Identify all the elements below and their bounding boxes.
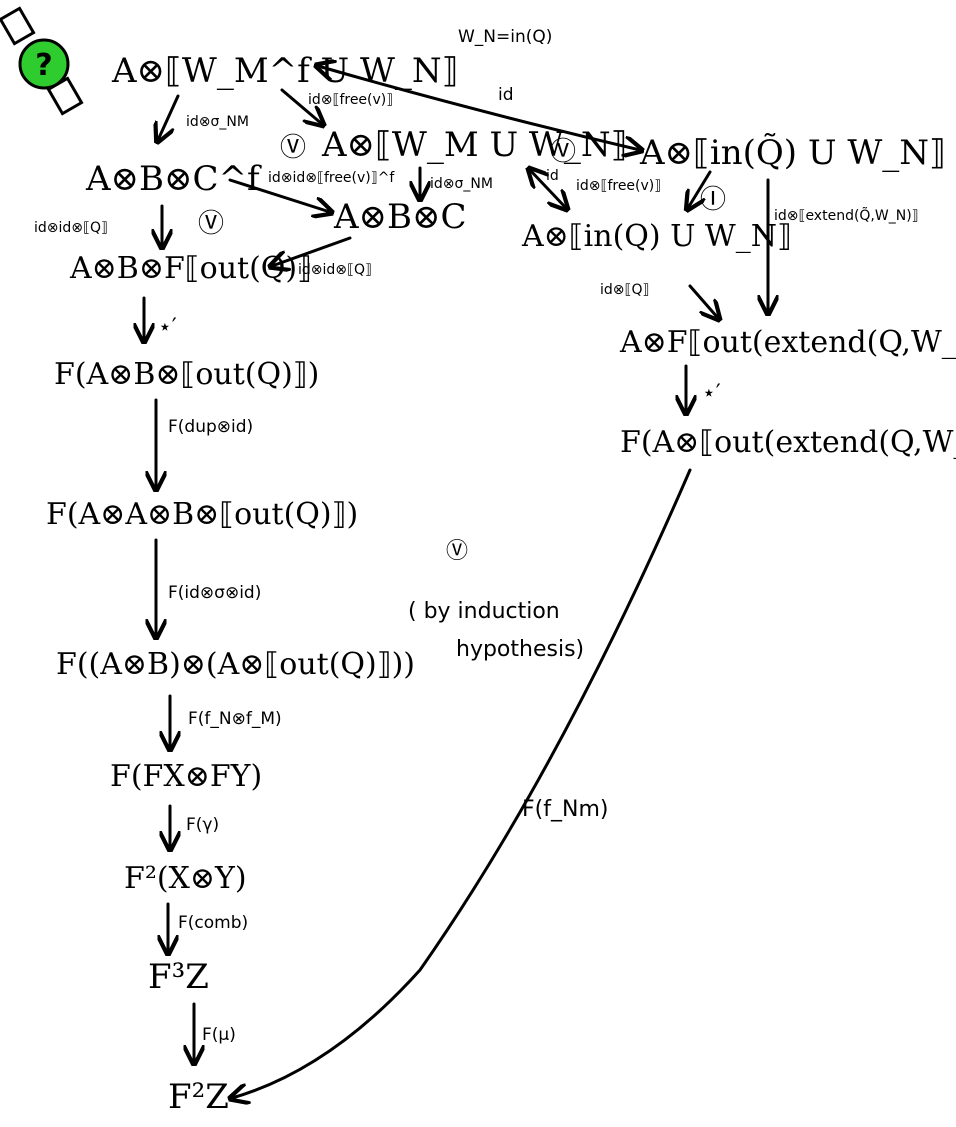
node-F2-z: F²Z xyxy=(168,1077,229,1117)
arrow-sigma-nm xyxy=(158,94,180,140)
arrow-F-fnm xyxy=(232,468,692,1098)
label-F-gamma: F(γ) xyxy=(186,815,219,835)
label-F-dup: F(dup⊗id) xyxy=(168,417,253,437)
label-id-free-v: id⊗⟦free(v)⟧ xyxy=(308,92,393,108)
induction-note-line2: hypothesis) xyxy=(456,637,584,662)
mark-v3: Ⓥ xyxy=(550,137,576,167)
label-F-mu: F(μ) xyxy=(202,1025,236,1045)
node-abc: A⊗B⊗C xyxy=(333,197,467,237)
node-abc-f: A⊗B⊗C^f xyxy=(85,159,262,199)
top-note: W_N=in(Q) xyxy=(458,27,552,47)
label-id-sigma-nm: id⊗σ_NM xyxy=(186,114,249,130)
label-F-fnm: F(f_Nm) xyxy=(522,797,608,822)
label-sigma-mid: id⊗id⊗⟦free(v)⟧^f xyxy=(268,170,395,186)
node-abf: A⊗B⊗F⟦out(Q)⟧ xyxy=(69,251,312,286)
label-id-top: id xyxy=(498,85,514,105)
node-top-mid: A⊗⟦W_M U W_N⟧ xyxy=(321,125,627,165)
arrow-id-id-q xyxy=(272,236,352,266)
mark-v-big: Ⓥ xyxy=(446,539,468,564)
node-top-right: A⊗⟦in(Q̃) U W_N⟧ xyxy=(639,133,946,173)
mark-v1: Ⓥ xyxy=(280,133,306,163)
label-id-sigma-nm-2: id⊗σ_NM xyxy=(430,176,493,192)
label-F-sigma: F(id⊗σ⊗id) xyxy=(168,583,261,603)
label-id-extend: id⊗⟦extend(Q̃,W_N)⟧ xyxy=(774,207,919,224)
svg-text:?: ? xyxy=(35,48,52,83)
node-F-a-out: F(A⊗⟦out(extend(Q,W_N))⟧) xyxy=(620,425,956,460)
label-id-q: id⊗⟦Q⟧ xyxy=(600,282,649,298)
node-F-pair: F((A⊗B)⊗(A⊗⟦out(Q)⟧)) xyxy=(56,647,415,682)
mark-v2: Ⓥ xyxy=(198,209,224,239)
label-F-fn-fm: F(f_N⊗f_M) xyxy=(188,709,282,729)
arrow-id-q xyxy=(688,284,718,318)
node-F-fxfy: F(FX⊗FY) xyxy=(110,759,262,794)
arrow-swap xyxy=(530,170,566,208)
node-top-left: A⊗⟦W_M^f U W_N⟧ xyxy=(111,51,459,91)
label-star-left: ⋆′ xyxy=(158,315,177,340)
label-star-right: ⋆′ xyxy=(702,381,721,406)
mark-v5: Ⓘ xyxy=(700,185,726,215)
label-id-id-out: id⊗id⊗⟦Q⟧ xyxy=(34,220,108,236)
label-F-comb: F(comb) xyxy=(178,913,248,933)
node-F3-z: F³Z xyxy=(148,957,209,997)
node-F-ab: F(A⊗B⊗⟦out(Q)⟧) xyxy=(54,357,319,392)
label-id-free-v2: id⊗⟦free(v)⟧ xyxy=(576,178,661,194)
arrow-free-v xyxy=(280,88,322,124)
arrow-top-id xyxy=(318,66,640,150)
induction-note-line1: ( by induction xyxy=(408,599,560,624)
node-right-in: A⊗⟦in(Q) U W_N⟧ xyxy=(521,219,792,254)
node-aF-out: A⊗F⟦out(extend(Q,W_N))⟧ xyxy=(619,325,956,360)
question-badge-icon: ? xyxy=(0,6,84,116)
node-F-aab: F(A⊗A⊗B⊗⟦out(Q)⟧) xyxy=(46,497,358,532)
label-swap: id xyxy=(546,168,559,184)
arrow-unit-free xyxy=(228,178,330,212)
node-F2-xy: F²(X⊗Y) xyxy=(124,861,247,896)
label-id-id-q: id⊗id⊗⟦Q⟧ xyxy=(298,262,372,278)
arrow-free-v2 xyxy=(688,170,712,208)
